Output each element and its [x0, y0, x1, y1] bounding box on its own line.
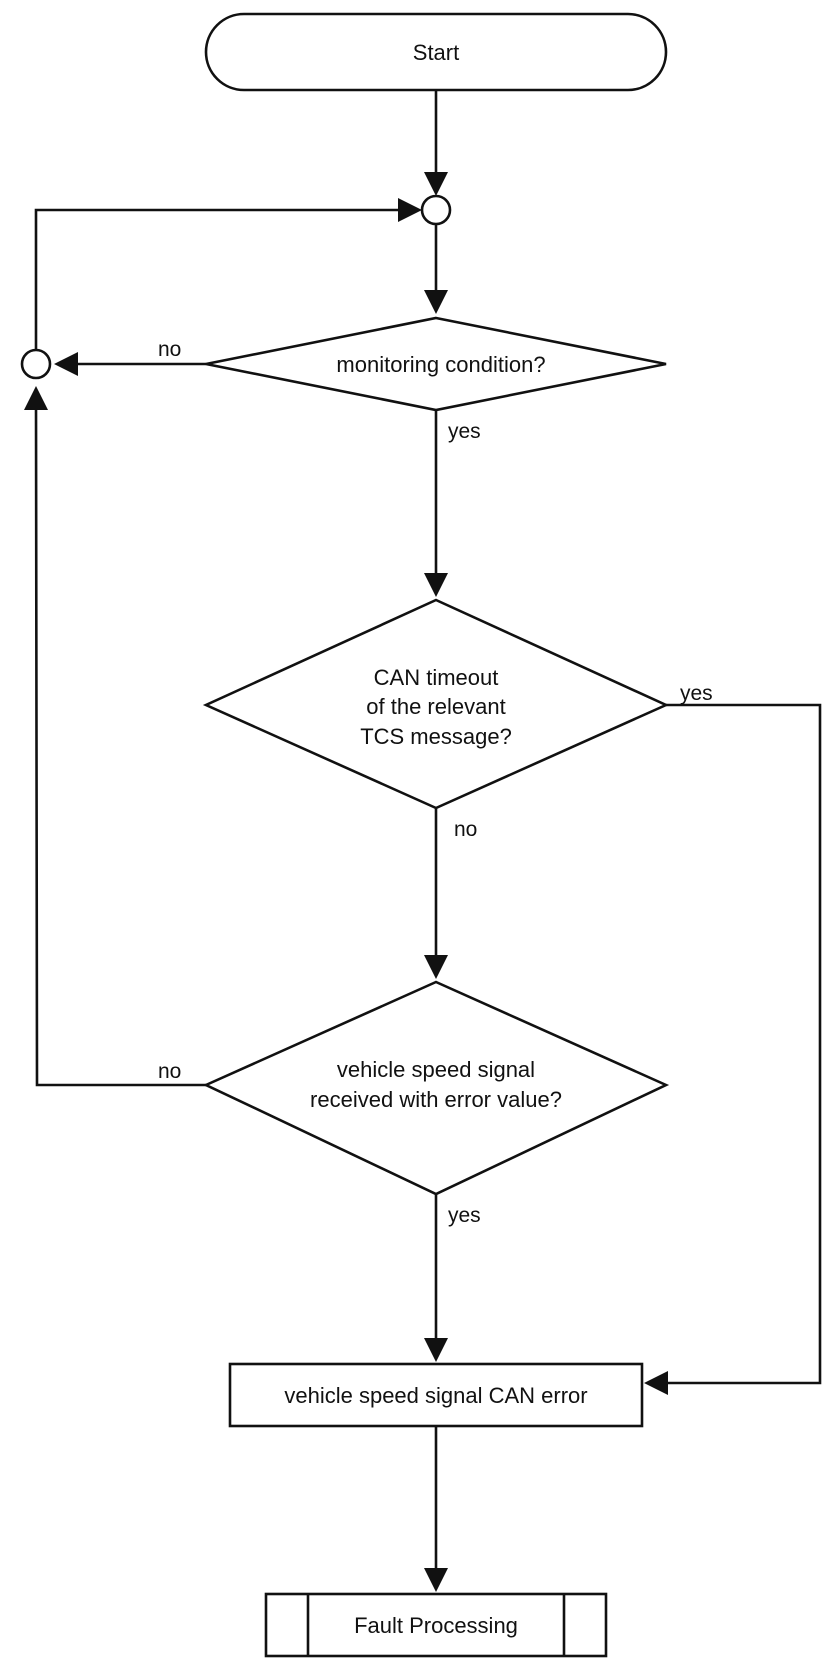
arrowhead-into-top-junction-left — [398, 198, 422, 222]
edge-label-timeout-no: no — [454, 818, 477, 841]
can-timeout-label-line-3: TCS message? — [360, 724, 512, 749]
edge-label-speed-no: no — [158, 1060, 181, 1083]
can-error-label: vehicle speed signal CAN error — [284, 1383, 587, 1408]
monitoring-condition-label: monitoring condition? — [336, 352, 545, 377]
speed-signal-label-line-1: vehicle speed signal — [337, 1057, 535, 1082]
arrowhead-into-speed — [424, 955, 448, 979]
arrowhead-into-error-top — [424, 1338, 448, 1362]
arrowhead-into-junction — [424, 172, 448, 196]
arrowhead-into-timeout — [424, 573, 448, 597]
start-terminator — [204, 12, 668, 92]
can-timeout-diamond — [202, 598, 670, 810]
edge-speed-no — [34, 401, 206, 1087]
edge-label-speed-yes: yes — [448, 1204, 481, 1227]
arrowhead-into-left-junction — [54, 352, 78, 376]
arrowhead-into-monitoring — [424, 290, 448, 314]
arrowhead-into-fault — [424, 1568, 448, 1592]
edge-label-timeout-yes: yes — [680, 682, 713, 705]
edge-label-monitoring-no: no — [158, 338, 181, 361]
speed-signal-label-line-2: received with error value? — [310, 1087, 562, 1112]
can-error-box — [228, 1362, 644, 1428]
edge-label-monitoring-yes: yes — [448, 420, 481, 443]
start-label: Start — [413, 40, 459, 65]
monitoring-condition-diamond — [205, 316, 667, 412]
can-timeout-label-line-1: CAN timeout — [374, 665, 499, 690]
left-junction-circle — [20, 348, 52, 380]
edge-loop-back — [34, 208, 402, 350]
can-timeout-label-line-2: of the relevant — [366, 694, 505, 719]
fault-processing-box — [264, 1592, 608, 1658]
top-junction-circle — [420, 194, 452, 226]
fault-processing-label: Fault Processing — [354, 1613, 518, 1638]
arrowhead-up-into-left-junction — [24, 386, 48, 410]
edge-timeout-yes-route — [666, 703, 822, 1385]
arrowhead-into-error-right — [644, 1371, 668, 1395]
speed-signal-diamond — [202, 980, 670, 1196]
